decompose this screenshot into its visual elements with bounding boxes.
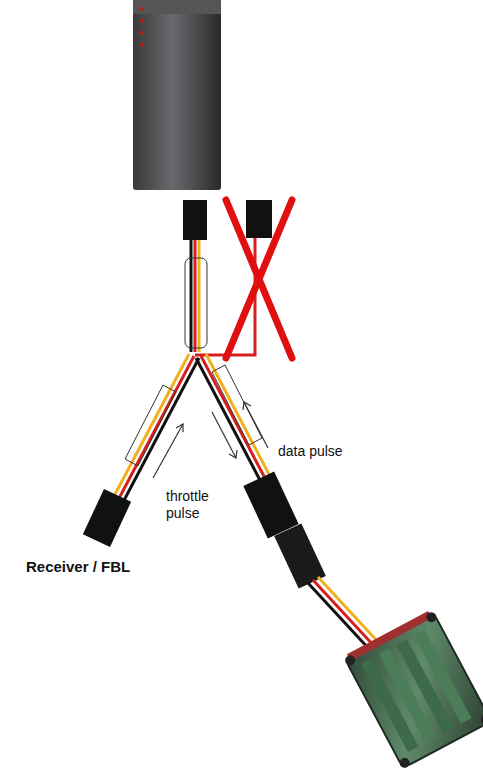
cable-branch <box>196 354 272 484</box>
servo-connector <box>243 472 298 539</box>
servo-connector <box>183 200 207 240</box>
esc-unit <box>342 609 483 770</box>
signal-label: data pulse <box>278 443 368 460</box>
signal-arrow <box>153 402 268 478</box>
cross-mark <box>226 200 292 358</box>
esc-lead <box>308 577 380 650</box>
servo-connector <box>83 489 131 547</box>
cable-branch <box>111 354 199 506</box>
telemetry-device <box>133 0 221 190</box>
cable <box>185 240 207 352</box>
signal-label: throttle pulse <box>166 488 226 522</box>
servo-connector <box>246 200 272 238</box>
part-label: Receiver / FBL <box>26 558 186 575</box>
